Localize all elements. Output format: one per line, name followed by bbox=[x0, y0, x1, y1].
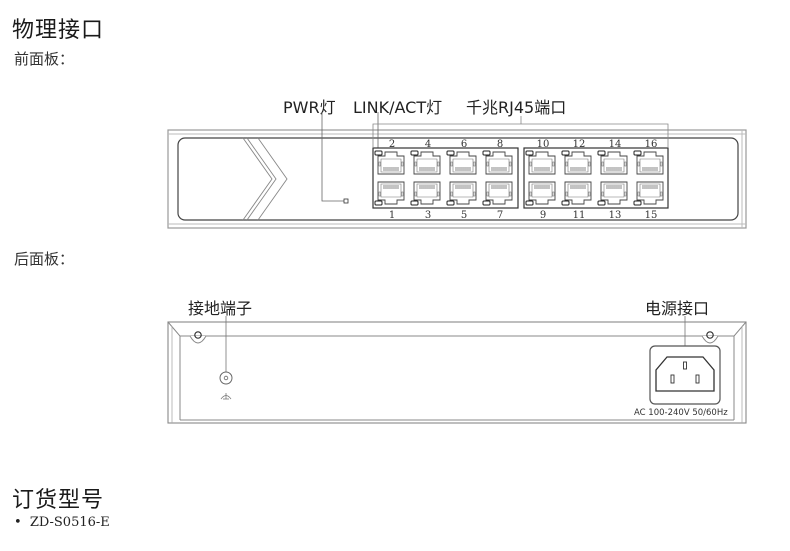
port-10 bbox=[525, 150, 556, 175]
port-number-top: 4 bbox=[425, 139, 431, 150]
link-act-led-icon bbox=[597, 150, 606, 156]
bullet: • bbox=[14, 515, 22, 530]
front-bezel bbox=[177, 137, 739, 221]
port-2 bbox=[374, 150, 405, 175]
port-number-bottom: 15 bbox=[645, 210, 658, 221]
link-act-led-label: LINK/ACT灯 bbox=[353, 98, 443, 117]
power-socket-icon bbox=[655, 356, 715, 392]
section-title-order-model: 订货型号 bbox=[12, 488, 105, 513]
screw-notch-left bbox=[189, 335, 207, 344]
socket-pin-left bbox=[670, 374, 675, 384]
chevron-logo-icon bbox=[242, 137, 288, 221]
link-act-led-icon bbox=[410, 200, 419, 206]
port-12 bbox=[561, 150, 592, 175]
port-number-bottom: 1 bbox=[389, 210, 395, 221]
link-act-led-icon bbox=[525, 200, 534, 206]
pwr-led-icon bbox=[343, 198, 349, 204]
port-9 bbox=[525, 181, 556, 206]
power-interface-label: 电源接口 bbox=[645, 299, 710, 318]
port-6 bbox=[446, 150, 477, 175]
port-15 bbox=[633, 181, 664, 206]
port-8 bbox=[482, 150, 513, 175]
screw-notch-right bbox=[701, 335, 719, 344]
port-number-bottom: 7 bbox=[497, 210, 503, 221]
link-act-led-icon bbox=[633, 200, 642, 206]
screw-hole-left bbox=[194, 331, 202, 339]
link-act-led-icon bbox=[633, 150, 642, 156]
port-number-top: 8 bbox=[497, 139, 503, 150]
port-number-bottom: 9 bbox=[540, 210, 546, 221]
link-act-led-icon bbox=[446, 200, 455, 206]
port-14 bbox=[597, 150, 628, 175]
port-4 bbox=[410, 150, 441, 175]
order-model-item: • ZD-S0516-E bbox=[14, 515, 110, 530]
power-spec-label: AC 100-240V 50/60Hz bbox=[634, 408, 728, 418]
port-number-top: 2 bbox=[389, 139, 395, 150]
ground-terminal-icon bbox=[219, 371, 233, 385]
rear-panel-heading: 后面板： bbox=[14, 250, 75, 268]
pwr-callout-line bbox=[321, 112, 344, 202]
screw-hole-right bbox=[706, 331, 714, 339]
port-11 bbox=[561, 181, 592, 206]
port-16 bbox=[633, 150, 664, 175]
port-number-top: 12 bbox=[573, 139, 586, 150]
ground-symbol-icon bbox=[220, 393, 232, 400]
link-act-led-icon bbox=[561, 150, 570, 156]
link-act-led-icon bbox=[374, 150, 383, 156]
socket-pin-right bbox=[695, 374, 700, 384]
link-act-led-icon bbox=[446, 150, 455, 156]
link-act-led-icon bbox=[597, 200, 606, 206]
port-number-bottom: 3 bbox=[425, 210, 431, 221]
port-number-bottom: 5 bbox=[461, 210, 467, 221]
link-act-led-icon bbox=[410, 150, 419, 156]
link-act-led-icon bbox=[374, 200, 383, 206]
link-act-led-icon bbox=[525, 150, 534, 156]
section-title-physical-interface: 物理接口 bbox=[12, 18, 105, 43]
front-panel-heading: 前面板： bbox=[14, 50, 75, 68]
port-5 bbox=[446, 181, 477, 206]
port-7 bbox=[482, 181, 513, 206]
link-act-led-icon bbox=[482, 200, 491, 206]
port-3 bbox=[410, 181, 441, 206]
port-number-top: 6 bbox=[461, 139, 467, 150]
port-number-top: 14 bbox=[609, 139, 622, 150]
port-number-top: 16 bbox=[645, 139, 658, 150]
pwr-led-label: PWR灯 bbox=[283, 98, 336, 117]
port-number-top: 10 bbox=[537, 139, 550, 150]
port-number-bottom: 11 bbox=[573, 210, 586, 221]
ground-terminal-label: 接地端子 bbox=[188, 299, 253, 318]
link-act-led-icon bbox=[482, 150, 491, 156]
gigabit-ports-label: 千兆RJ45端口 bbox=[466, 98, 567, 117]
link-act-led-icon bbox=[561, 200, 570, 206]
ports-bracket bbox=[372, 123, 669, 147]
port-13 bbox=[597, 181, 628, 206]
port-number-bottom: 13 bbox=[609, 210, 622, 221]
port-1 bbox=[374, 181, 405, 206]
socket-pin-earth bbox=[683, 361, 687, 370]
model-number: ZD-S0516-E bbox=[29, 515, 110, 530]
